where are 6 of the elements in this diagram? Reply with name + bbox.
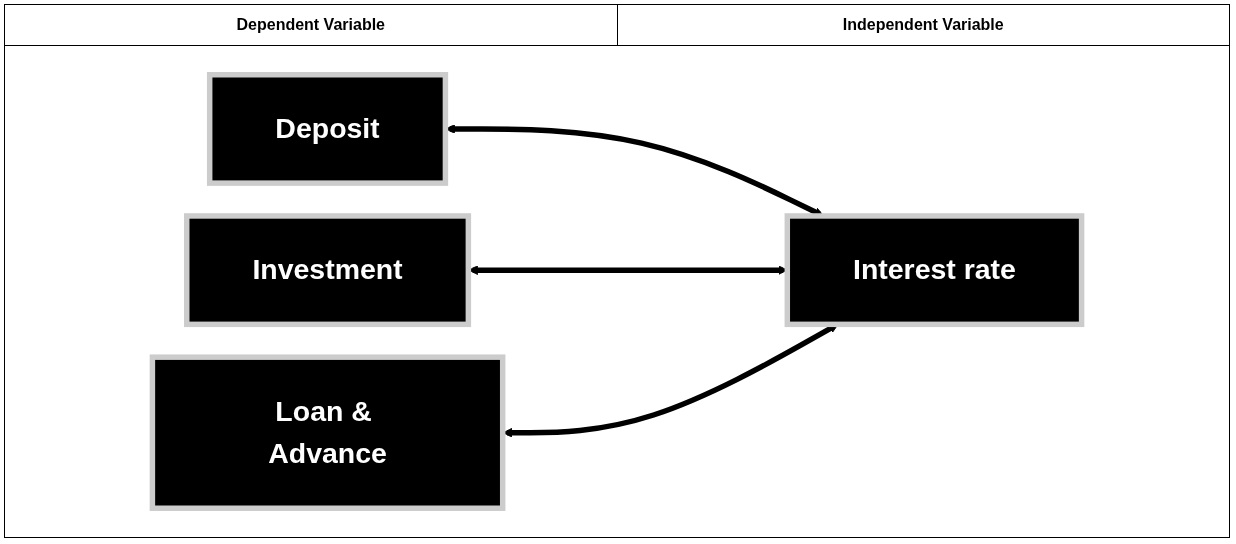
node-box: Deposit [206,72,449,186]
column-header: Dependent Variable [236,16,385,34]
node-box: Interest rate [784,213,1085,328]
node-box: Loan & Advance [149,354,506,511]
node-box: Investment [184,213,472,328]
column-header: Independent Variable [842,16,1004,34]
